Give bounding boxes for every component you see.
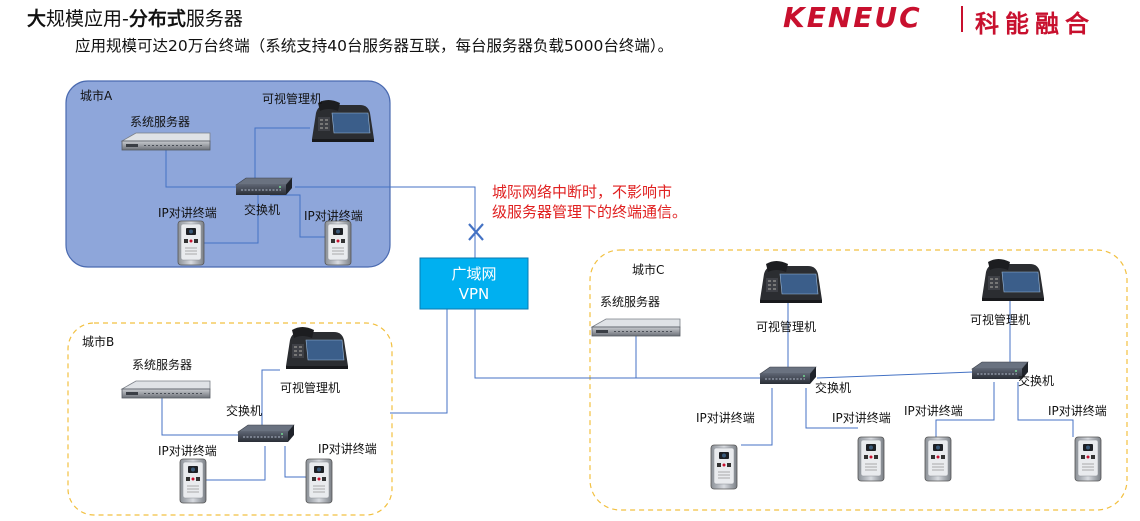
region-b-phone-label: 可视管理机: [280, 380, 340, 395]
wan-vpn-box: [419, 257, 529, 310]
region-b-server-label: 系统服务器: [132, 357, 192, 372]
page-title: 大规模应用-分布式服务器: [27, 4, 243, 31]
link-c-switch2-terminal3: [935, 382, 995, 437]
rack-server-icon: [591, 318, 681, 337]
region-b-terminal1-label: IP对讲终端: [158, 443, 217, 458]
region-c-terminal2-label: IP对讲终端: [832, 410, 891, 425]
region-b-name: 城市B: [82, 334, 114, 349]
link-a-switch-terminal1: [204, 195, 259, 244]
vpn-label: VPN: [459, 285, 490, 303]
region-c-phone1-label: 可视管理机: [756, 319, 816, 334]
link-a-server-switch: [165, 150, 238, 188]
region-c-server-label: 系统服务器: [600, 294, 660, 309]
brand-logo: KENEUC 科能融合: [783, 1, 1135, 38]
region-a-switch-label: 交换机: [244, 202, 280, 217]
intercom-terminal-icon: [324, 220, 352, 266]
title-part: 大: [27, 8, 47, 30]
link-b-switch-terminal1: [205, 446, 266, 481]
logo-divider: [961, 6, 963, 32]
video-phone-icon: [285, 326, 349, 370]
region-c-phone2-label: 可视管理机: [970, 312, 1030, 327]
link-c-switch2-terminal4: [1017, 382, 1074, 437]
link-c-switch1-terminal2: [805, 388, 858, 429]
video-phone-icon: [759, 260, 823, 304]
link-b-phone-switch: [261, 369, 280, 425]
region-c-terminal3-label: IP对讲终端: [904, 403, 963, 418]
link-a-phone-switch: [254, 127, 310, 180]
region-b-switch-label: 交换机: [226, 403, 262, 418]
region-c-terminal4-label: IP对讲终端: [1048, 403, 1107, 418]
region-a-terminal1-label: IP对讲终端: [158, 205, 217, 220]
intercom-terminal-icon: [305, 458, 333, 504]
region-b-terminal2-label: IP对讲终端: [318, 441, 377, 456]
page-subtitle: 应用规模可达20万台终端（系统支持40台服务器互联，每台服务器负载5000台终端…: [75, 37, 674, 55]
region-c-terminal1-label: IP对讲终端: [696, 410, 755, 425]
logo-text-en: KENEUC: [783, 1, 922, 34]
network-switch-icon: [759, 366, 817, 385]
region-c-switch2-label: 交换机: [1018, 373, 1054, 388]
rack-server-icon: [121, 380, 211, 399]
intercom-terminal-icon: [179, 458, 207, 504]
link-wan-city-c: [474, 309, 760, 379]
intercom-terminal-icon: [710, 444, 738, 490]
intercom-terminal-icon: [924, 436, 952, 482]
video-phone-icon: [311, 99, 375, 143]
link-wan-city-b: [390, 309, 448, 414]
region-a-name: 城市A: [80, 88, 113, 103]
network-switch-icon: [237, 424, 295, 443]
region-a-terminal2-label: IP对讲终端: [304, 208, 363, 223]
title-part: 分布式: [128, 8, 186, 30]
wan-label: 广域网: [451, 265, 496, 283]
network-links: [161, 127, 1074, 481]
region-a-server-label: 系统服务器: [130, 114, 190, 129]
logo-text-cn: 科能融合: [975, 10, 1095, 38]
title-part: 服务器: [185, 8, 243, 30]
link-c-switch1-switch2: [816, 371, 974, 379]
region-c-name: 城市C: [632, 262, 664, 277]
link-break-x-icon: [468, 223, 484, 241]
note-line-2: 级服务器管理下的终端通信。: [492, 203, 688, 221]
network-break-note: 城际网络中断时，不影响市 级服务器管理下的终端通信。: [492, 182, 687, 222]
intercom-terminal-icon: [177, 220, 205, 266]
rack-server-icon: [121, 132, 211, 151]
region-c-switch1-label: 交换机: [815, 380, 851, 395]
network-switch-icon: [235, 177, 293, 196]
video-phone-icon: [981, 258, 1045, 302]
link-b-server-switch: [161, 398, 240, 436]
intercom-terminal-icon: [857, 436, 885, 482]
link-c-switch1-terminal1: [741, 388, 773, 446]
title-part: 规模应用-: [46, 8, 129, 30]
intercom-terminal-icon: [1074, 436, 1102, 482]
note-line-1: 城际网络中断时，不影响市: [492, 183, 673, 201]
region-a-phone-label: 可视管理机: [262, 91, 322, 106]
